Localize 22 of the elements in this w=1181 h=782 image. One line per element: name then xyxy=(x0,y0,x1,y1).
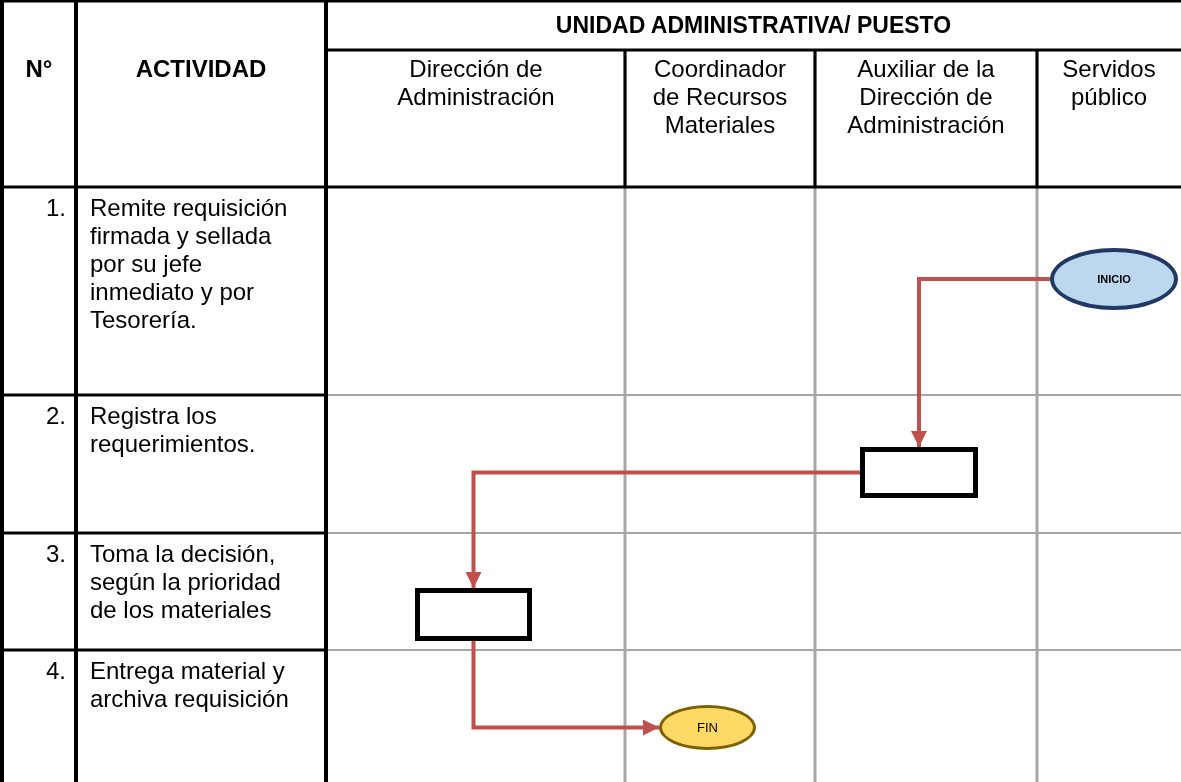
process-box xyxy=(860,447,978,498)
row-number: 4. xyxy=(45,657,66,685)
arrow xyxy=(465,470,860,588)
activity-text: Remite requisición firmada y sellada por su jefe inmediato y por Tesorería. xyxy=(90,194,289,334)
lane-header: Auxiliar de la Dirección de Administración xyxy=(846,55,1006,139)
table-header: UNIDAD ADMINISTRATIVA/ PUESTO xyxy=(554,11,953,40)
process-box xyxy=(415,588,532,641)
lane-header: Servidos público xyxy=(1061,55,1157,111)
row-number: 2. xyxy=(45,402,66,430)
activity-text: Toma la decisión, según la prioridad de los materiales xyxy=(90,540,282,624)
activity-text: Entrega material y archiva requisición xyxy=(90,657,290,713)
column-header: ACTIVIDAD xyxy=(134,55,268,83)
lane-header: Coordinador de Recursos Materiales xyxy=(651,55,789,139)
end-ellipse: FIN xyxy=(659,705,756,750)
column-header: N° xyxy=(24,55,54,83)
arrow xyxy=(911,277,1050,447)
activity-text: Registra los requerimientos. xyxy=(90,402,257,458)
row-number: 3. xyxy=(45,540,66,568)
arrow xyxy=(471,641,659,736)
row-number: 1. xyxy=(45,194,66,222)
start-ellipse: INICIO xyxy=(1050,248,1178,310)
lane-header: Dirección de Administración xyxy=(396,55,556,111)
